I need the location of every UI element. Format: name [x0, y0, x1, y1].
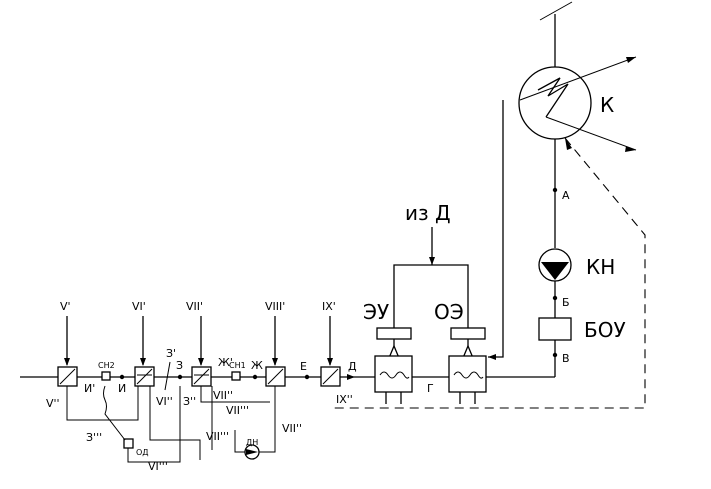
heater-ix: IX' IX'' [320, 300, 353, 406]
point-b-label: Б [562, 296, 570, 309]
drain-v-label: V'' [46, 397, 60, 410]
point-z1-label: З' [166, 347, 176, 360]
point-e-label: Е [300, 360, 307, 373]
point-z-label: З [176, 359, 183, 372]
treatment-label: БОУ [584, 318, 626, 342]
heater-viii: VIII' VII'' [265, 300, 302, 440]
sn1-label: СН1 [229, 361, 246, 370]
from-deaerator-label: из Д [405, 201, 451, 225]
point-d-label: Д [348, 360, 357, 373]
point-zh-label: Ж [251, 359, 263, 372]
drain-vii-b-label: VII''' [226, 404, 249, 417]
od-label: ОД [136, 448, 149, 457]
heater-vi-label: VI' [132, 300, 146, 313]
point-i-label: И [118, 382, 126, 395]
heater-ix-label: IX' [322, 300, 336, 313]
point-v-label: В [562, 352, 570, 365]
dashed-return-line [330, 137, 646, 409]
drain-vii-c-label: VII''' [206, 430, 229, 443]
point-z2-label: З'' [183, 395, 196, 408]
drain-vii-label: VII'' [213, 389, 233, 402]
seal-ejector-label: ЭУ [363, 300, 389, 324]
vacuum-line [488, 100, 504, 358]
pump-label: КН [586, 255, 615, 279]
heater-vi: VI' VI'' VI''' [132, 300, 201, 473]
point-zh1-label: Ж' [218, 356, 233, 369]
drain-vi-label: VI'' [156, 395, 173, 408]
sn2-label: СН2 [98, 361, 115, 370]
point-a-label: А [562, 189, 570, 202]
condenser-label: К [600, 93, 614, 117]
heater-vii-label: VII' [186, 300, 203, 313]
condenser: К [518, 1, 637, 152]
heater-vii: VII' VII'' VII''' VII''' [186, 300, 270, 450]
point-i1-label: И' [84, 382, 95, 395]
heater-v-label: V' [60, 300, 71, 313]
heater-viii-label: VIII' [265, 300, 285, 313]
drain-ix-label: IX'' [336, 393, 353, 406]
main-ejector: ОЭ [434, 300, 487, 404]
drain-cooler [123, 438, 134, 449]
main-ejector-label: ОЭ [434, 300, 464, 324]
drain-viii-label: VII'' [282, 422, 302, 435]
condensate-pump: КН [538, 248, 615, 282]
heater-v: V' V'' [46, 300, 139, 421]
point-z3-label: З''' [86, 431, 102, 444]
point-g-label: Г [427, 382, 434, 395]
dn-label: ДН [246, 438, 258, 447]
treatment-unit [538, 317, 572, 341]
seal-ejector: ЭУ [363, 300, 413, 404]
drain-vi-b-label: VI''' [148, 460, 168, 473]
